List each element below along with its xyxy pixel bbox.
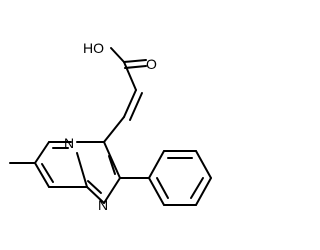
- bond-ph-6-1: [148, 177, 165, 206]
- hydroxyl-label: HO: [83, 40, 104, 56]
- phenyl-ring: [119, 150, 212, 206]
- structure-canvas: HO O N N: [9, 40, 212, 213]
- bond-c-oh: [110, 47, 125, 63]
- bond-ph-inner-b: [190, 177, 204, 199]
- imidazole-nitrogen-label: N: [98, 197, 108, 213]
- bond-c3-c2: [103, 141, 121, 179]
- bond-c-o-double-a: [123, 59, 147, 63]
- bond-n1-c8a-inner: [87, 180, 102, 194]
- bond-c6-c7: [34, 162, 50, 188]
- bond-c2-c2-inner: [108, 155, 116, 175]
- bond-ph-4-5: [195, 177, 212, 206]
- bond-alkene-double-b: [129, 92, 143, 121]
- bond-to-ring: [103, 116, 125, 143]
- bond-c5-c6: [34, 141, 50, 164]
- bridgehead-nitrogen-label: N: [64, 135, 74, 151]
- carboxylic-acid-group: [110, 47, 147, 91]
- bond-n1-c8a: [86, 186, 105, 204]
- bond-c2-n1: [103, 177, 121, 204]
- pyridine-ring: [34, 141, 88, 188]
- bond-ph-1-2: [148, 150, 165, 179]
- imidazole-ring: [76, 141, 121, 204]
- alkene-chain: [103, 89, 143, 143]
- bond-c8a-n4: [76, 152, 88, 188]
- bond-c-alpha: [123, 61, 137, 91]
- bond-ph-3-4: [195, 150, 212, 179]
- bond-ph-inner-c: [156, 177, 169, 199]
- molecule-structure: HO O N N: [9, 40, 212, 213]
- bond-alkene-double-a: [123, 89, 137, 118]
- carbonyl-oxygen-label: O: [146, 56, 157, 72]
- bond-c-o-double-b: [124, 65, 147, 69]
- bond-c6-c7-inner: [41, 163, 54, 183]
